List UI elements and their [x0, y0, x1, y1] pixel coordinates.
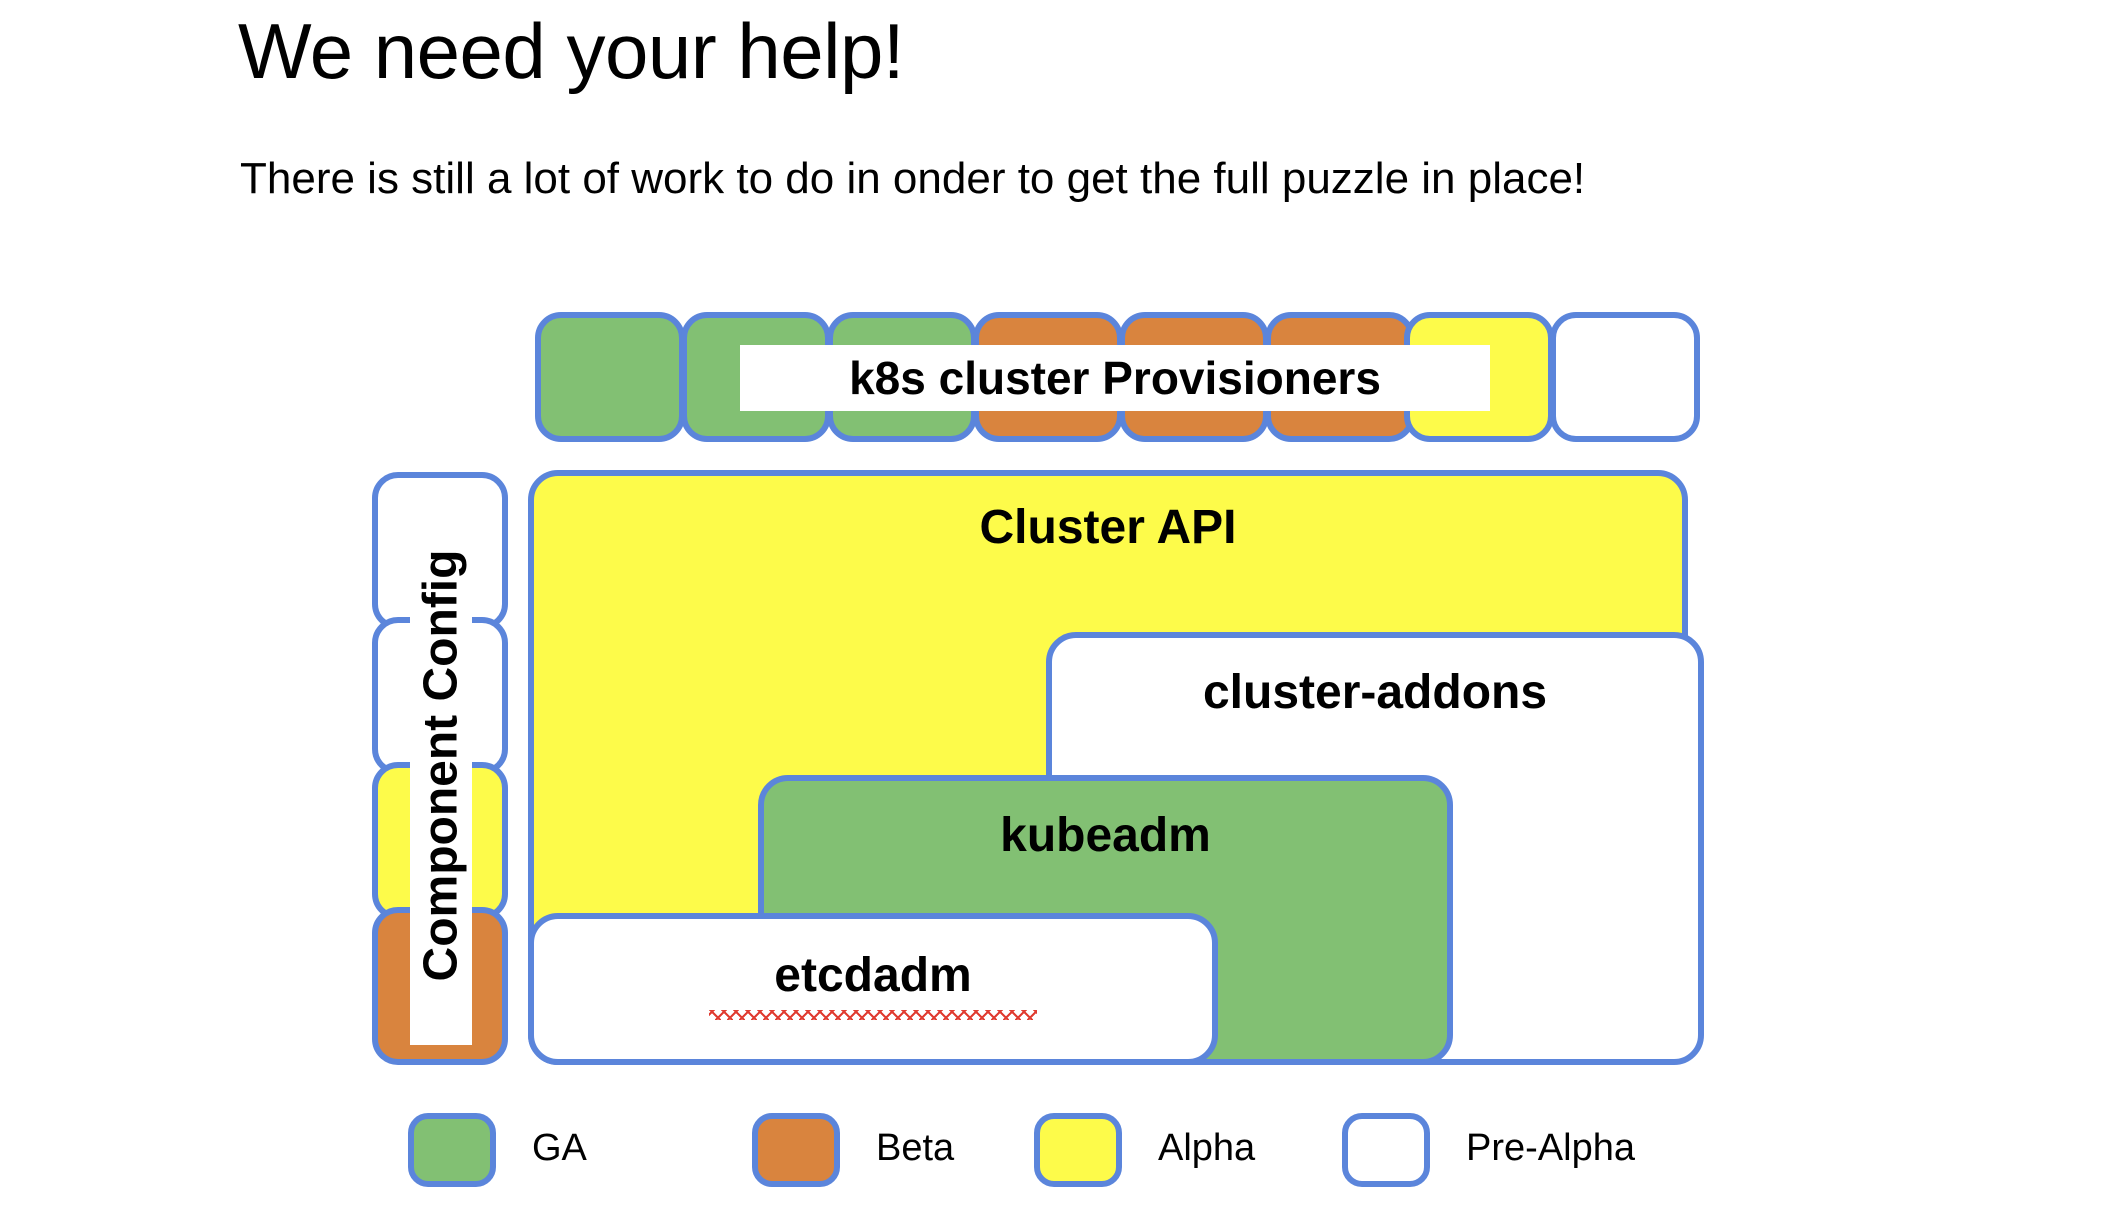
provisioner-row-label: k8s cluster Provisioners	[740, 345, 1490, 411]
legend-label-ga: GA	[532, 1127, 587, 1169]
legend-swatch-alpha	[1034, 1113, 1122, 1187]
provisioner-box-8[interactable]	[1550, 312, 1700, 442]
stack-label-cluster-api: Cluster API	[979, 501, 1237, 554]
component-config-label-text: Component Config	[414, 549, 468, 981]
legend-swatch-pre-alpha	[1342, 1113, 1430, 1187]
spellcheck-squiggle-etcdadm	[709, 1010, 1037, 1020]
legend-swatch-beta	[752, 1113, 840, 1187]
component-config-label: Component Config	[410, 485, 472, 1045]
page-title: We need your help!	[238, 7, 905, 95]
stack-label-etcdadm: etcdadm	[774, 949, 972, 1002]
legend-swatch-ga	[408, 1113, 496, 1187]
legend-label-beta: Beta	[876, 1127, 955, 1169]
page-subtitle: There is still a lot of work to do in on…	[240, 154, 1586, 203]
stack-label-cluster-addons: cluster-addons	[1202, 666, 1548, 719]
provisioner-box-1[interactable]	[535, 312, 685, 442]
legend-label-alpha: Alpha	[1158, 1127, 1256, 1169]
stack-label-kubeadm: kubeadm	[1000, 809, 1211, 862]
stack-box-etcdadm[interactable]	[528, 913, 1218, 1065]
legend-label-pre-alpha: Pre-Alpha	[1466, 1127, 1635, 1169]
